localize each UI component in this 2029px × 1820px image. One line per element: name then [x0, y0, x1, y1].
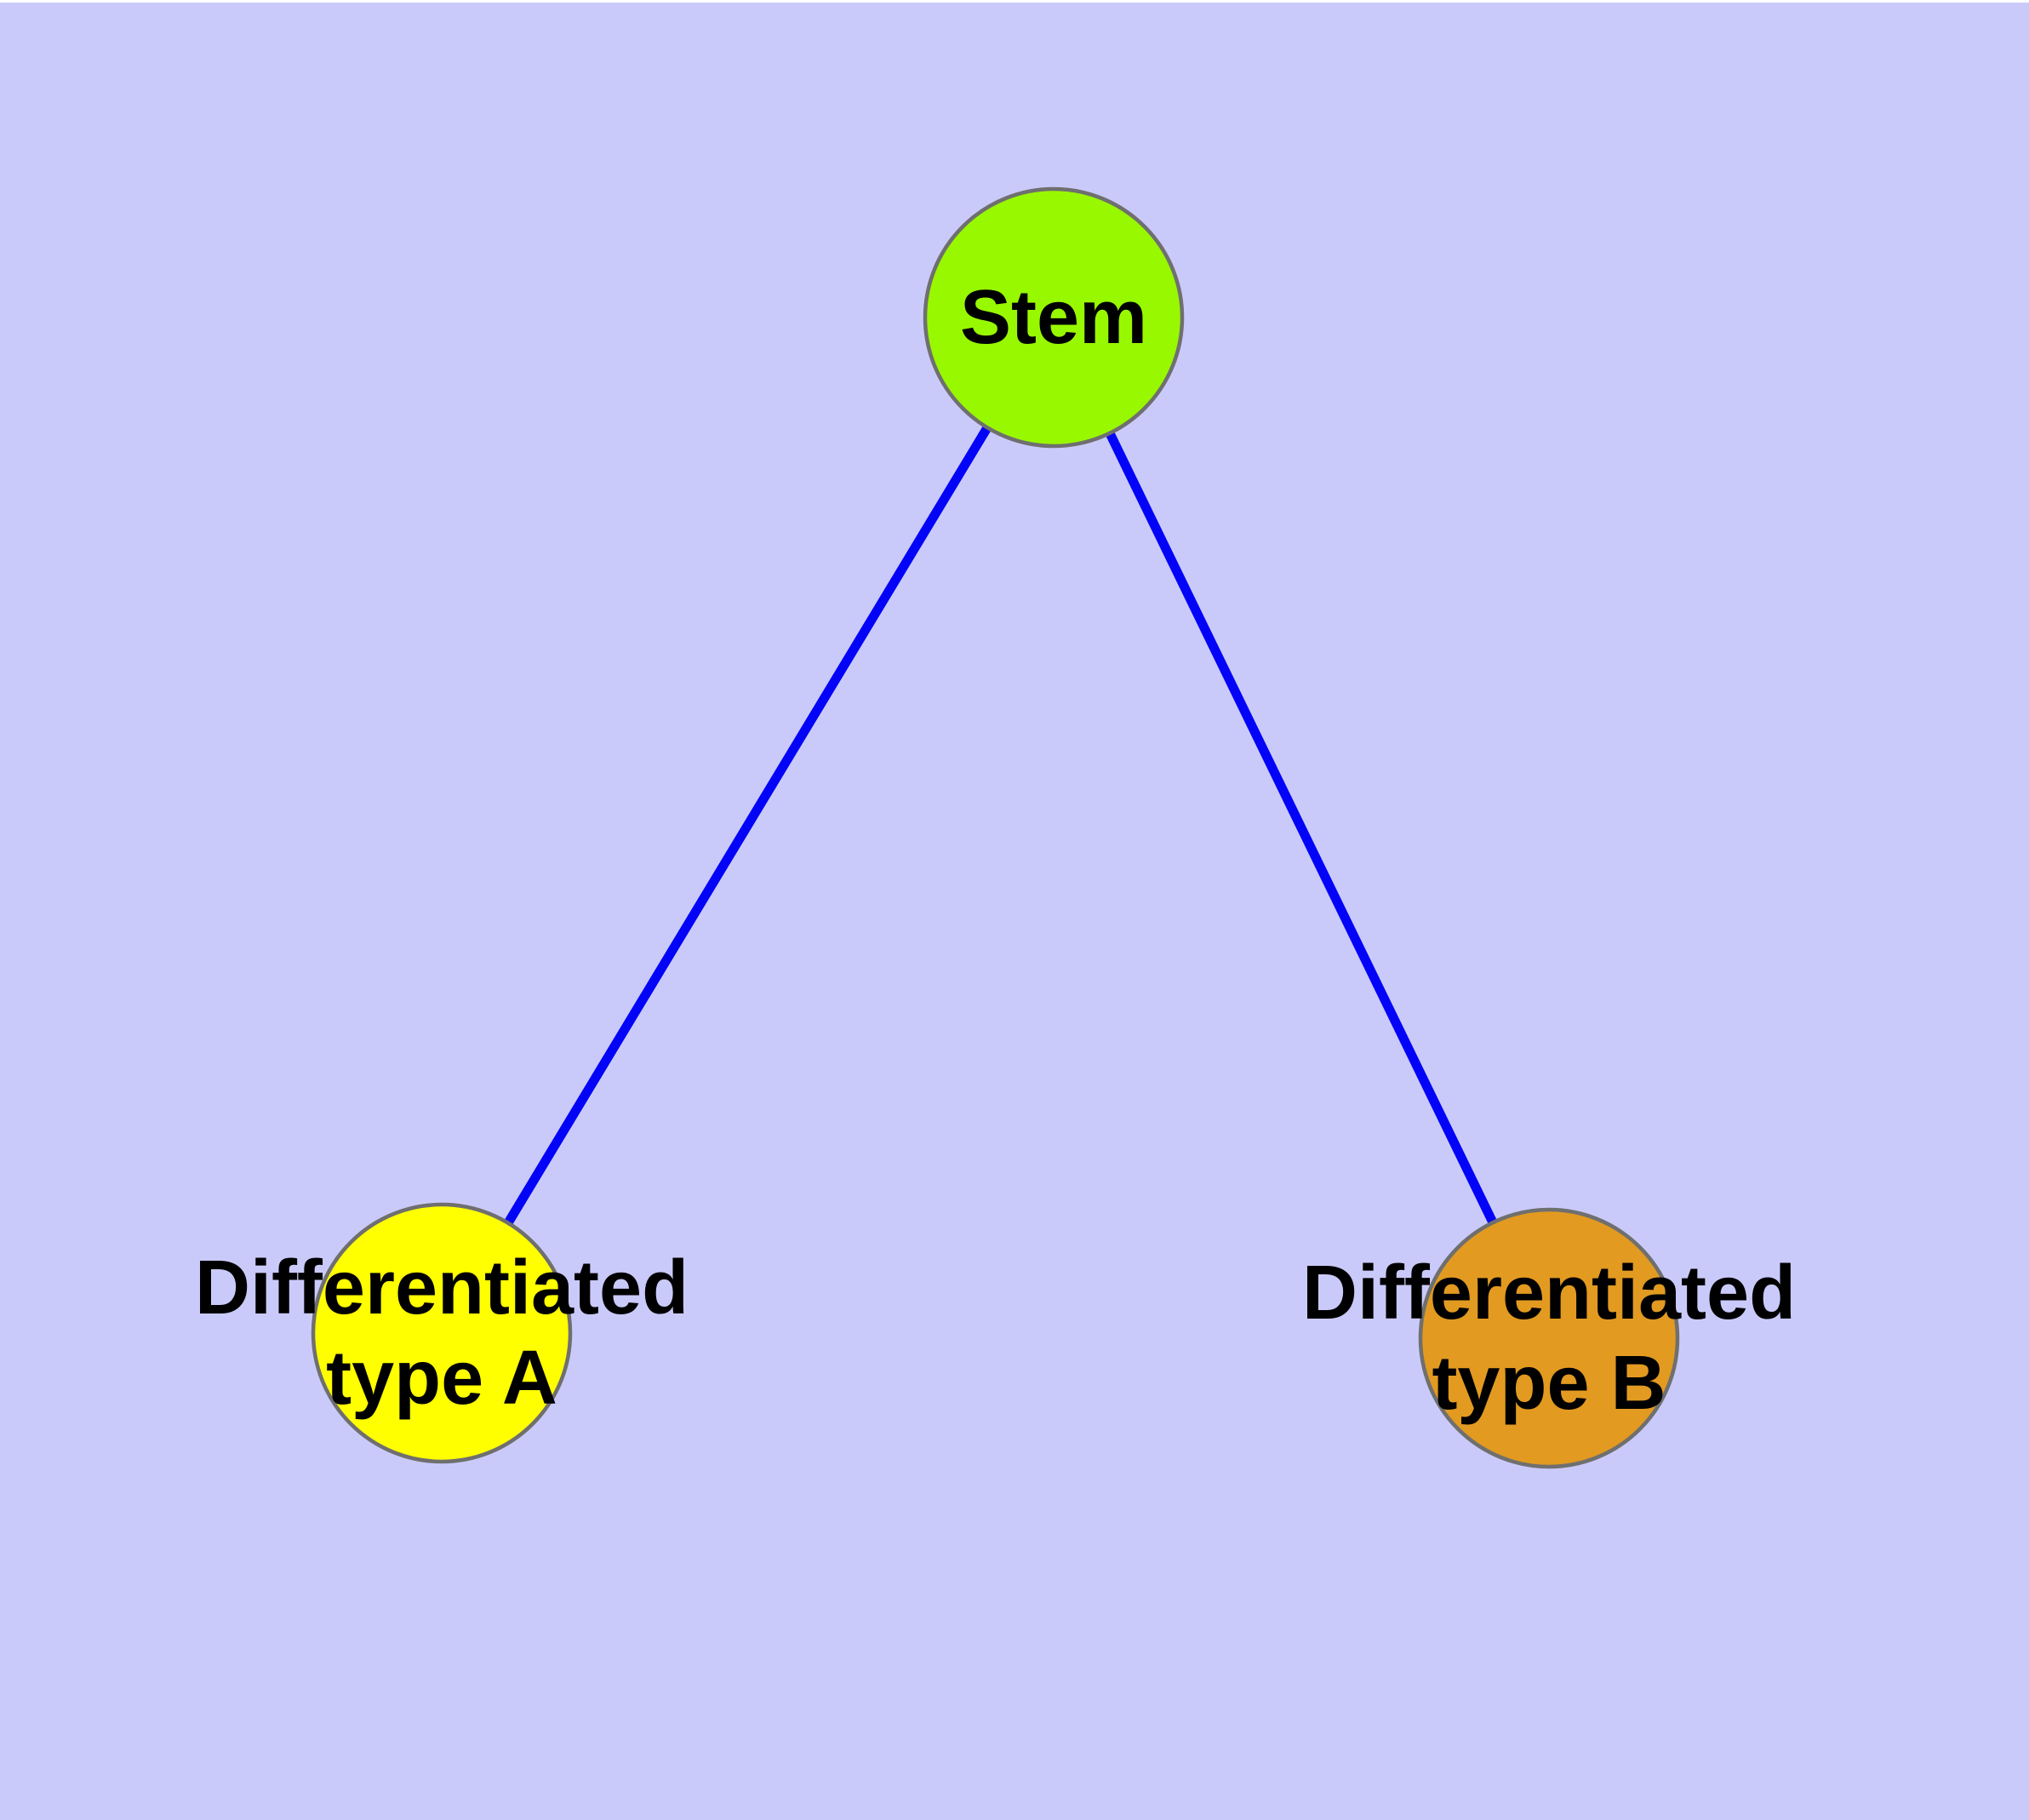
- node-type-b: [1418, 1207, 1680, 1469]
- edges-layer: [437, 315, 1553, 1341]
- node-label-stem: Stem: [959, 275, 1148, 360]
- node-label-type-a: Differentiated type A: [194, 1245, 689, 1421]
- top-margin-strip: [0, 0, 2029, 3]
- nodes-layer: [311, 186, 1680, 1469]
- node-label-type-b: Differentiated type B: [1301, 1251, 1797, 1426]
- edge-stem-to-type-a: [437, 315, 1058, 1336]
- edge-stem-to-type-b: [1049, 315, 1553, 1341]
- node-stem: [923, 186, 1185, 449]
- node-type-a: [311, 1202, 573, 1464]
